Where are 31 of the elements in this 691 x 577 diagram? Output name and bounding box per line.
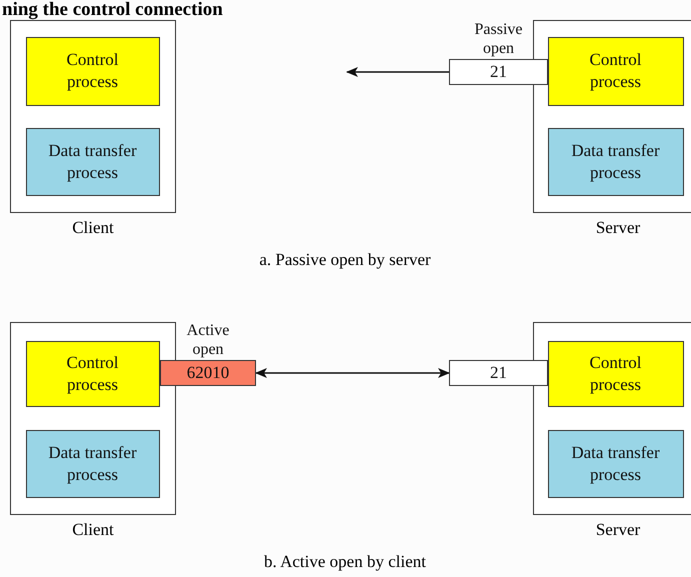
host-label: Server [594, 520, 642, 540]
process-box [548, 128, 684, 196]
process-box [548, 36, 684, 106]
process-box [26, 340, 160, 406]
process-label: Control process [588, 49, 642, 93]
panel-caption: b. Active open by client [264, 552, 426, 572]
process-label: Control process [66, 352, 120, 396]
host-label: Client [71, 520, 115, 540]
port-number: 21 [490, 362, 507, 384]
process-box [26, 36, 160, 106]
process-label: Data transfer process [570, 140, 661, 184]
port-number: 21 [490, 61, 507, 83]
open-label: Passive open [474, 20, 524, 58]
diagram-title: ning the control connection [2, 0, 223, 20]
process-label: Control process [588, 352, 642, 396]
process-box [548, 430, 684, 498]
process-label: Data transfer process [47, 140, 138, 184]
host-label: Client [71, 218, 115, 238]
process-box [26, 430, 160, 498]
port-number: 62010 [186, 362, 230, 384]
process-label: Control process [66, 49, 120, 93]
process-box [548, 340, 684, 406]
process-label: Data transfer process [570, 442, 661, 486]
port-box [449, 360, 548, 386]
connection-arrow [346, 67, 449, 77]
open-label: Active open [186, 321, 230, 359]
panel-caption: a. Passive open by server [259, 250, 431, 270]
process-label: Data transfer process [47, 442, 138, 486]
process-box [26, 128, 160, 196]
host-label: Server [594, 218, 642, 238]
connection-arrow [255, 368, 450, 378]
